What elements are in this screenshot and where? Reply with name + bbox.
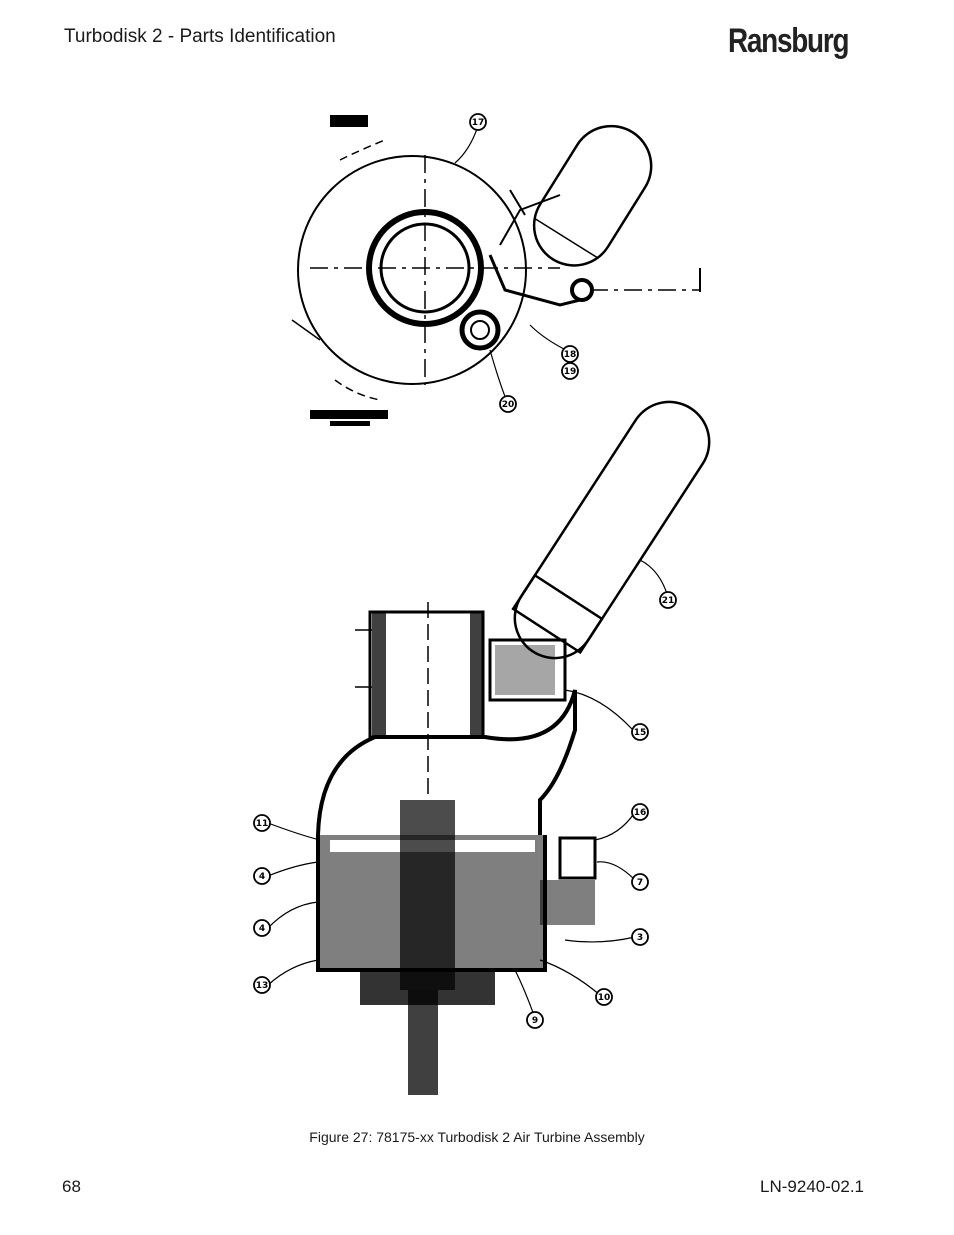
svg-text:17: 17 xyxy=(472,118,485,128)
callout-10: 10 xyxy=(595,988,613,1006)
callout-21: 21 xyxy=(659,591,677,609)
callout-13: 13 xyxy=(253,976,271,994)
svg-text:9: 9 xyxy=(532,1016,538,1026)
svg-text:11: 11 xyxy=(256,819,269,829)
svg-text:19: 19 xyxy=(564,367,577,377)
svg-text:18: 18 xyxy=(564,350,577,360)
callout-4b: 4 xyxy=(253,919,271,937)
callout-3: 3 xyxy=(631,928,649,946)
callout-15: 15 xyxy=(631,723,649,741)
svg-text:4: 4 xyxy=(259,872,265,882)
svg-text:16: 16 xyxy=(634,808,647,818)
callout-4a: 4 xyxy=(253,867,271,885)
svg-text:21: 21 xyxy=(662,596,675,606)
side-view-drawing xyxy=(267,400,711,1095)
page-number: 68 xyxy=(62,1177,81,1196)
callout-11: 11 xyxy=(253,814,271,832)
svg-text:13: 13 xyxy=(256,981,269,991)
svg-text:20: 20 xyxy=(502,400,515,410)
callout-17: 17 xyxy=(469,113,487,131)
svg-text:4: 4 xyxy=(259,924,265,934)
document-number: LN-9240-02.1 xyxy=(760,1177,864,1196)
page-header-title: Turbodisk 2 - Parts Identification xyxy=(64,26,336,47)
callout-20: 20 xyxy=(499,395,517,413)
svg-text:15: 15 xyxy=(634,728,647,738)
callout-9: 9 xyxy=(526,1011,544,1029)
callout-19: 19 xyxy=(561,362,579,380)
callout-7: 7 xyxy=(631,873,649,891)
svg-text:7: 7 xyxy=(637,878,643,888)
svg-text:3: 3 xyxy=(637,933,643,943)
top-view-drawing xyxy=(291,115,701,426)
callout-18-top: 18 xyxy=(561,345,579,363)
ransburg-logo: Ransburg xyxy=(728,22,850,60)
svg-text:10: 10 xyxy=(598,993,611,1003)
callout-16: 16 xyxy=(631,803,649,821)
figure-caption: Figure 27: 78175-xx Turbodisk 2 Air Turb… xyxy=(309,1129,645,1145)
